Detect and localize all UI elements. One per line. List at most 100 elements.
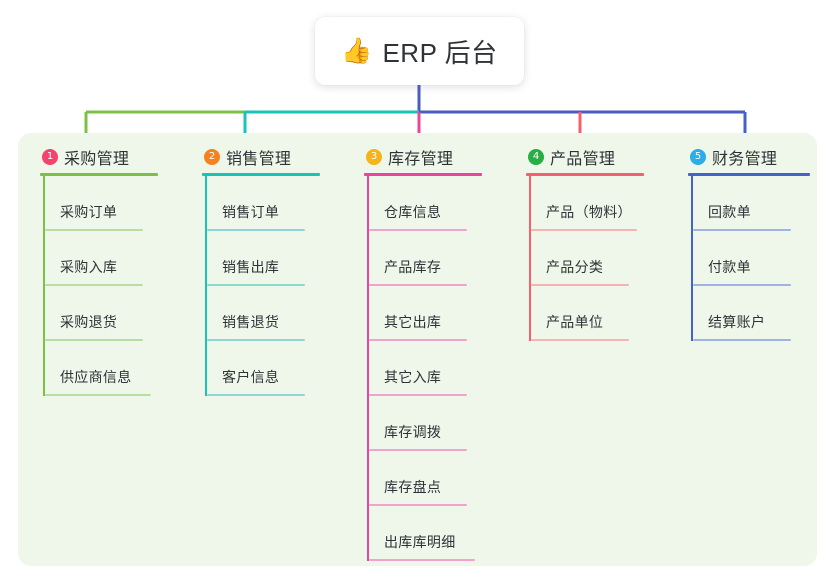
branch-title: 库存管理 bbox=[388, 151, 454, 168]
leaf-item[interactable]: 结算账户 bbox=[691, 286, 839, 341]
leaf-item-underline bbox=[369, 559, 475, 561]
branch-number-badge: 4 bbox=[528, 149, 544, 165]
leaf-item-underline bbox=[369, 394, 467, 396]
leaf-item-label: 产品单位 bbox=[546, 314, 604, 330]
leaf-item[interactable]: 其它出库 bbox=[367, 286, 524, 341]
branch-column-1: 1 采购管理采购订单采购入库采购退货供应商信息 bbox=[40, 147, 200, 396]
leaf-item[interactable]: 供应商信息 bbox=[43, 341, 200, 396]
leaf-item-underline bbox=[45, 339, 143, 341]
branch-header-underline bbox=[40, 173, 158, 176]
branch-column-3: 3 库存管理仓库信息产品库存其它出库其它入库库存调拨库存盘点出库库明细 bbox=[364, 147, 524, 561]
leaf-item[interactable]: 产品（物料） bbox=[529, 176, 686, 231]
leaf-item-label: 付款单 bbox=[708, 259, 751, 275]
leaf-item[interactable]: 销售出库 bbox=[205, 231, 362, 286]
leaf-item-underline bbox=[531, 284, 629, 286]
root-node[interactable]: 👍 ERP 后台 bbox=[315, 17, 524, 85]
leaf-item[interactable]: 出库库明细 bbox=[367, 506, 524, 561]
leaf-item-label: 供应商信息 bbox=[60, 369, 132, 385]
branch-leaf-list: 仓库信息产品库存其它出库其它入库库存调拨库存盘点出库库明细 bbox=[367, 176, 524, 561]
leaf-item[interactable]: 仓库信息 bbox=[367, 176, 524, 231]
leaf-item-underline bbox=[207, 229, 305, 231]
leaf-item-underline bbox=[369, 449, 467, 451]
leaf-item[interactable]: 产品库存 bbox=[367, 231, 524, 286]
leaf-item[interactable]: 库存调拨 bbox=[367, 396, 524, 451]
leaf-item-label: 客户信息 bbox=[222, 369, 280, 385]
leaf-item-underline bbox=[45, 394, 151, 396]
leaf-item-label: 回款单 bbox=[708, 204, 751, 220]
branch-header-underline bbox=[526, 173, 644, 176]
leaf-item-underline bbox=[693, 284, 791, 286]
leaf-item-label: 采购订单 bbox=[60, 204, 118, 220]
leaf-item-label: 采购入库 bbox=[60, 259, 118, 275]
leaf-item-underline bbox=[45, 229, 143, 231]
branch-leaf-list: 采购订单采购入库采购退货供应商信息 bbox=[43, 176, 200, 396]
leaf-item-underline bbox=[693, 229, 791, 231]
leaf-item-label: 仓库信息 bbox=[384, 204, 442, 220]
leaf-item[interactable]: 销售订单 bbox=[205, 176, 362, 231]
leaf-item[interactable]: 客户信息 bbox=[205, 341, 362, 396]
branch-spine bbox=[367, 176, 369, 561]
branch-number-badge: 2 bbox=[204, 149, 220, 165]
leaf-item[interactable]: 产品单位 bbox=[529, 286, 686, 341]
branch-header-3[interactable]: 3 库存管理 bbox=[364, 147, 524, 168]
branch-leaf-list: 产品（物料） 产品分类产品单位 bbox=[529, 176, 686, 341]
leaf-item-label: 产品库存 bbox=[384, 259, 442, 275]
branch-spine bbox=[43, 176, 45, 396]
branch-header-2[interactable]: 2 销售管理 bbox=[202, 147, 362, 168]
leaf-item-label: 采购退货 bbox=[60, 314, 118, 330]
leaf-item-underline bbox=[207, 394, 305, 396]
leaf-item[interactable]: 库存盘点 bbox=[367, 451, 524, 506]
branch-spine bbox=[529, 176, 531, 341]
branch-title: 财务管理 bbox=[712, 151, 778, 168]
leaf-item[interactable]: 付款单 bbox=[691, 231, 839, 286]
branch-spine bbox=[691, 176, 693, 341]
leaf-item-label: 其它出库 bbox=[384, 314, 442, 330]
branch-number-badge: 5 bbox=[690, 149, 706, 165]
leaf-item-label: 其它入库 bbox=[384, 369, 442, 385]
leaf-item-underline bbox=[207, 284, 305, 286]
branch-title: 采购管理 bbox=[64, 151, 130, 168]
branch-leaf-list: 销售订单销售出库销售退货客户信息 bbox=[205, 176, 362, 396]
thumbs-up-icon: 👍 bbox=[341, 36, 373, 65]
leaf-item-underline bbox=[369, 284, 467, 286]
leaf-item[interactable]: 采购退货 bbox=[43, 286, 200, 341]
leaf-item-underline bbox=[207, 339, 305, 341]
leaf-item-label: 结算账户 bbox=[708, 314, 766, 330]
leaf-item-underline bbox=[531, 339, 629, 341]
branch-header-underline bbox=[688, 173, 810, 176]
leaf-item[interactable]: 销售退货 bbox=[205, 286, 362, 341]
branch-column-2: 2 销售管理销售订单销售出库销售退货客户信息 bbox=[202, 147, 362, 396]
leaf-item-underline bbox=[693, 339, 791, 341]
branch-header-underline bbox=[202, 173, 320, 176]
leaf-item[interactable]: 回款单 bbox=[691, 176, 839, 231]
leaf-item-label: 库存调拨 bbox=[384, 424, 442, 440]
branch-title: 销售管理 bbox=[226, 151, 292, 168]
leaf-item-label: 销售退货 bbox=[222, 314, 280, 330]
leaf-item[interactable]: 产品分类 bbox=[529, 231, 686, 286]
branch-number-badge: 1 bbox=[42, 149, 58, 165]
leaf-item-underline bbox=[369, 229, 467, 231]
leaf-item[interactable]: 采购入库 bbox=[43, 231, 200, 286]
branch-leaf-list: 回款单付款单结算账户 bbox=[691, 176, 839, 341]
leaf-item[interactable]: 采购订单 bbox=[43, 176, 200, 231]
leaf-item-underline bbox=[531, 229, 637, 231]
branch-header-underline bbox=[364, 173, 482, 176]
leaf-item-underline bbox=[369, 339, 467, 341]
leaf-item-underline bbox=[45, 284, 143, 286]
leaf-item-label: 销售订单 bbox=[222, 204, 280, 220]
leaf-item-label: 出库库明细 bbox=[384, 534, 456, 550]
leaf-item-label: 产品分类 bbox=[546, 259, 604, 275]
leaf-item[interactable]: 其它入库 bbox=[367, 341, 524, 396]
leaf-item-label: 库存盘点 bbox=[384, 479, 442, 495]
root-title: ERP 后台 bbox=[382, 37, 498, 68]
branch-header-5[interactable]: 5 财务管理 bbox=[688, 147, 839, 168]
leaf-item-label: 产品（物料） bbox=[546, 204, 632, 220]
branch-header-1[interactable]: 1 采购管理 bbox=[40, 147, 200, 168]
leaf-item-underline bbox=[369, 504, 467, 506]
branch-number-badge: 3 bbox=[366, 149, 382, 165]
leaf-item-label: 销售出库 bbox=[222, 259, 280, 275]
branches-panel bbox=[18, 133, 817, 566]
branch-column-5: 5 财务管理回款单付款单结算账户 bbox=[688, 147, 839, 341]
